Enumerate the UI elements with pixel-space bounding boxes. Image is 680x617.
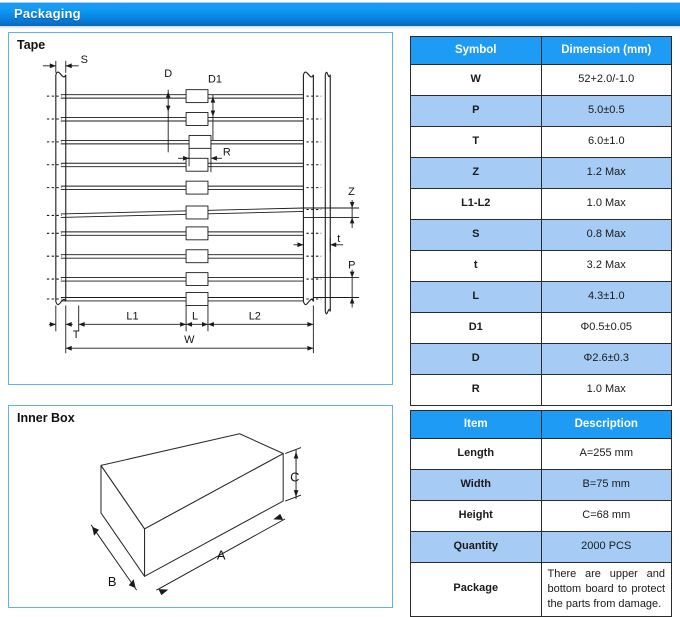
- inner-box-diagram: A B C: [90, 433, 302, 596]
- cell-dimension: 5.0±0.5: [540, 95, 672, 127]
- table-row: D1 Φ0.5±0.05: [410, 312, 672, 344]
- cell-symbol: R: [410, 374, 542, 406]
- table-row: Z 1.2 Max: [410, 157, 672, 189]
- cell-symbol: D: [410, 343, 542, 375]
- tape-label-S: S: [81, 54, 88, 66]
- cell-symbol: W: [410, 64, 542, 96]
- cell-symbol: Z: [410, 157, 542, 189]
- table-row: L 4.3±1.0: [410, 281, 672, 313]
- tape-label-T: T: [73, 329, 80, 341]
- cell-item: Height: [410, 500, 542, 532]
- cell-dimension: 3.2 Max: [540, 250, 672, 282]
- cell-item: Width: [410, 469, 542, 501]
- table-header-row: Symbol Dimension (mm): [410, 36, 672, 65]
- column-header-description: Description: [540, 410, 672, 439]
- tape-label-L: L: [192, 310, 198, 322]
- cell-dimension: 1.0 Max: [540, 188, 672, 220]
- tape-label-D: D: [164, 68, 172, 80]
- packaging-banner: Packaging: [0, 2, 680, 26]
- tape-label-t: t: [337, 233, 340, 245]
- cell-item: Length: [410, 438, 542, 470]
- cell-dimension: 52+2.0/-1.0: [540, 64, 672, 96]
- cell-dimension: 0.8 Max: [540, 219, 672, 251]
- box-label-B: B: [108, 574, 117, 589]
- cell-description: C=68 mm: [540, 500, 672, 532]
- inner-box-spec-table: Item Description Length A=255 mm Width B…: [410, 410, 672, 617]
- table-row: P 5.0±0.5: [410, 95, 672, 127]
- inner-box-panel-title: Inner Box: [17, 411, 75, 425]
- table-row: D Φ2.6±0.3: [410, 343, 672, 375]
- cell-dimension: Φ0.5±0.05: [540, 312, 672, 344]
- table-row: Quantity 2000 PCS: [410, 531, 672, 563]
- table-row: R 1.0 Max: [410, 374, 672, 406]
- cell-symbol: L1-L2: [410, 188, 542, 220]
- cell-dimension: 4.3±1.0: [540, 281, 672, 313]
- table-row: W 52+2.0/-1.0: [410, 64, 672, 96]
- table-row: Package There are upper and bottom board…: [410, 562, 672, 617]
- tape-label-Z: Z: [348, 186, 355, 198]
- tape-diagram: S D D1 R Z t P T L1 L L2 W: [42, 54, 360, 354]
- tape-label-W: W: [184, 334, 195, 346]
- cell-description: 2000 PCS: [540, 531, 672, 563]
- table-row: Length A=255 mm: [410, 438, 672, 470]
- banner-shadow: [0, 26, 680, 29]
- cell-description: A=255 mm: [540, 438, 672, 470]
- cell-symbol: L: [410, 281, 542, 313]
- cell-item: Package: [410, 562, 542, 617]
- table-row: Height C=68 mm: [410, 500, 672, 532]
- cell-item: Quantity: [410, 531, 542, 563]
- cell-description: There are upper and bottom board to prot…: [540, 562, 672, 617]
- tape-label-L1: L1: [126, 310, 138, 322]
- cell-symbol: S: [410, 219, 542, 251]
- cell-symbol: D1: [410, 312, 542, 344]
- cell-dimension: Φ2.6±0.3: [540, 343, 672, 375]
- table-row: T 6.0±1.0: [410, 126, 672, 158]
- tape-dimension-table: Symbol Dimension (mm) W 52+2.0/-1.0 P 5.…: [410, 36, 672, 406]
- column-header-dimension: Dimension (mm): [540, 36, 672, 65]
- table-header-row: Item Description: [410, 410, 672, 439]
- table-row: Width B=75 mm: [410, 469, 672, 501]
- table-row: t 3.2 Max: [410, 250, 672, 282]
- cell-description: B=75 mm: [540, 469, 672, 501]
- column-header-item: Item: [410, 410, 542, 439]
- box-label-A: A: [217, 547, 226, 562]
- column-header-symbol: Symbol: [410, 36, 542, 65]
- tape-label-L2: L2: [249, 310, 261, 322]
- inner-box-figure-panel: Inner Box: [8, 405, 393, 608]
- tape-label-R: R: [223, 146, 231, 158]
- cell-symbol: t: [410, 250, 542, 282]
- cell-symbol: T: [410, 126, 542, 158]
- cell-dimension: 6.0±1.0: [540, 126, 672, 158]
- cell-symbol: P: [410, 95, 542, 127]
- table-row: L1-L2 1.0 Max: [410, 188, 672, 220]
- cell-dimension: 1.2 Max: [540, 157, 672, 189]
- page-title: Packaging: [14, 6, 81, 21]
- cell-dimension: 1.0 Max: [540, 374, 672, 406]
- tape-panel-title: Tape: [17, 38, 46, 52]
- tape-figure-panel: Tape: [8, 32, 393, 385]
- box-label-C: C: [290, 469, 299, 484]
- tape-label-D1: D1: [208, 74, 222, 86]
- table-row: S 0.8 Max: [410, 219, 672, 251]
- tape-label-P: P: [348, 260, 355, 272]
